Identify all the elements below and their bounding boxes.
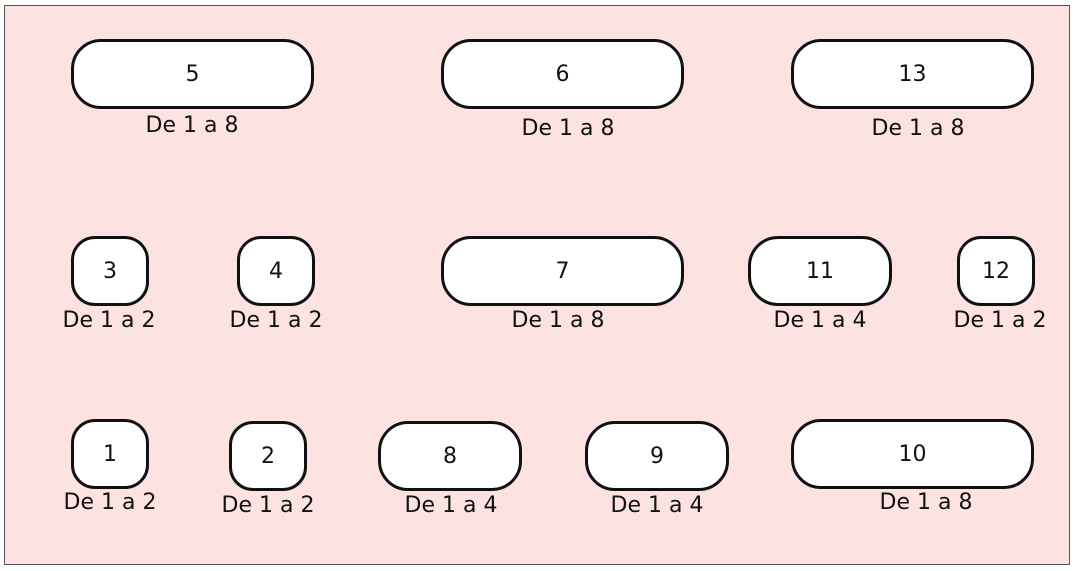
table-number: 7 <box>555 258 570 284</box>
table-capacity: De 1 a 8 <box>871 116 965 141</box>
table-number: 5 <box>185 61 200 87</box>
table-capacity: De 1 a 2 <box>953 308 1047 333</box>
table-capacity: De 1 a 8 <box>521 116 615 141</box>
table-2[interactable]: 2 <box>229 421 307 491</box>
table-number: 3 <box>103 258 117 284</box>
table-capacity: De 1 a 8 <box>145 113 239 138</box>
table-capacity: De 1 a 2 <box>63 490 157 515</box>
table-capacity: De 1 a 4 <box>773 308 867 333</box>
table-13[interactable]: 13 <box>791 39 1034 109</box>
table-4[interactable]: 4 <box>237 236 315 306</box>
table-number: 4 <box>269 258 283 284</box>
table-capacity: De 1 a 8 <box>511 308 605 333</box>
table-6[interactable]: 6 <box>441 39 684 109</box>
table-3[interactable]: 3 <box>71 236 149 306</box>
table-capacity: De 1 a 8 <box>879 490 973 515</box>
table-number: 12 <box>982 258 1010 284</box>
table-capacity: De 1 a 2 <box>221 493 315 518</box>
table-number: 13 <box>898 61 927 87</box>
table-number: 10 <box>898 441 927 467</box>
table-5[interactable]: 5 <box>71 39 314 109</box>
table-7[interactable]: 7 <box>441 236 684 306</box>
table-capacity: De 1 a 4 <box>404 493 498 518</box>
table-capacity: De 1 a 2 <box>229 308 323 333</box>
table-number: 9 <box>650 443 664 469</box>
table-1[interactable]: 1 <box>71 419 149 489</box>
table-capacity: De 1 a 2 <box>62 308 156 333</box>
table-number: 2 <box>261 443 275 469</box>
table-9[interactable]: 9 <box>585 421 729 491</box>
table-11[interactable]: 11 <box>748 236 892 306</box>
table-capacity: De 1 a 4 <box>610 493 704 518</box>
table-12[interactable]: 12 <box>957 236 1035 306</box>
table-number: 1 <box>103 441 117 467</box>
table-number: 6 <box>555 61 570 87</box>
table-10[interactable]: 10 <box>791 419 1034 489</box>
table-number: 11 <box>806 258 834 284</box>
floor-plan: 5 De 1 a 8 6 De 1 a 8 13 De 1 a 8 3 De 1… <box>4 5 1070 565</box>
table-8[interactable]: 8 <box>378 421 522 491</box>
table-number: 8 <box>443 443 457 469</box>
